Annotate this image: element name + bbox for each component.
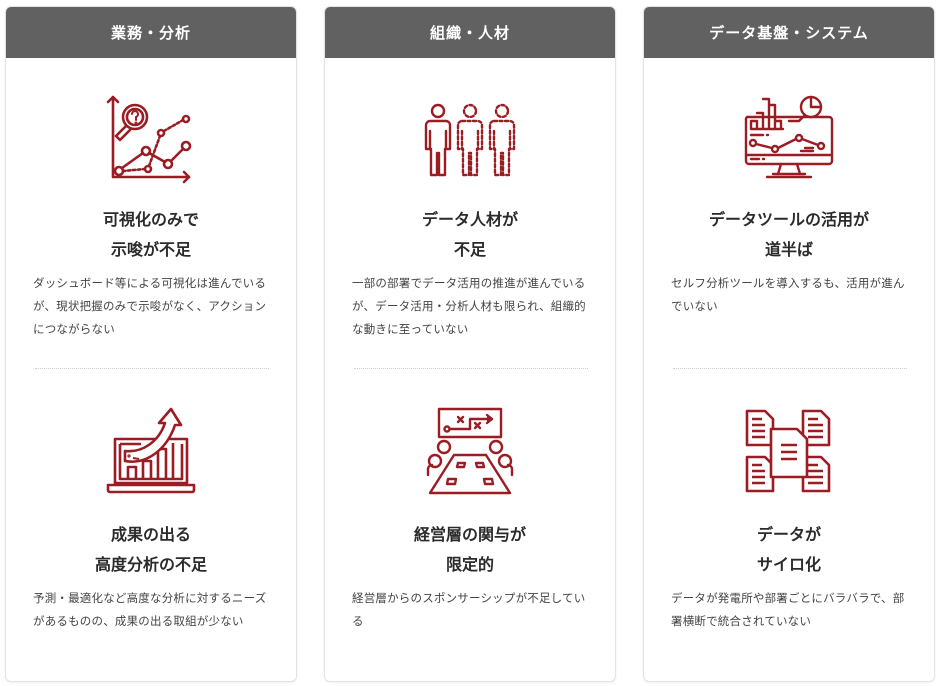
siloed-documents-icon — [741, 405, 837, 501]
issue-description: データが発電所や部署ごとにバラバラで、部署横断で統合されていない — [671, 591, 905, 628]
issue-title: データが サイロ化 — [756, 525, 821, 574]
dotted-divider — [354, 368, 588, 369]
monitor-dashboard-icon — [741, 91, 837, 187]
issue-description: 予測・最適化など高度な分析に対するニーズがあるものの、成果の出る取組が少ない — [33, 591, 267, 628]
analytics-question-chart-icon — [103, 91, 199, 187]
card-header: 業務・分析 — [6, 7, 296, 58]
issue-title: 成果の出る 高度分析の不足 — [94, 525, 207, 574]
issue-description: 経営層からのスポンサーシップが不足している — [352, 591, 586, 628]
dotted-divider — [35, 368, 269, 369]
card-header: 組織・人材 — [325, 7, 615, 58]
issue-description: 一部の部署でデータ活用の推進が進んでいるが、データ活用・分析人材も限られ、組織的… — [352, 276, 586, 336]
issue-description: セルフ分析ツールを導入するも、活用が進んでいない — [671, 276, 905, 313]
issue-title: データツールの活用が 道半ば — [708, 210, 869, 259]
issue-title: データ人材が 不足 — [421, 210, 518, 259]
card-header: データ基盤・システム — [644, 7, 934, 58]
issue-title: 経営層の関与が 限定的 — [413, 525, 526, 574]
dotted-divider — [673, 368, 907, 369]
people-shortage-icon — [422, 91, 518, 187]
category-card-data-platform-system: データ基盤・システム データツールの活用が 道半ば セルフ分析ツールを導入するも… — [643, 6, 935, 682]
category-card-organization-talent: 組織・人材 データ人材が 不足 一部の部署でデータ活用の推進が進んでいるが、デー… — [324, 6, 616, 682]
laptop-growth-chart-icon — [103, 405, 199, 501]
issue-description: ダッシュボード等による可視化は進んでいるが、現状把握のみで示唆がなく、アクション… — [33, 276, 267, 336]
issue-title: 可視化のみで 示唆が不足 — [102, 210, 199, 259]
category-card-business-analysis: 業務・分析 可視化のみで 示唆が不足 ダッシュボード等による可視化は進んでいるが… — [5, 6, 297, 682]
executive-meeting-strategy-icon — [422, 405, 518, 501]
